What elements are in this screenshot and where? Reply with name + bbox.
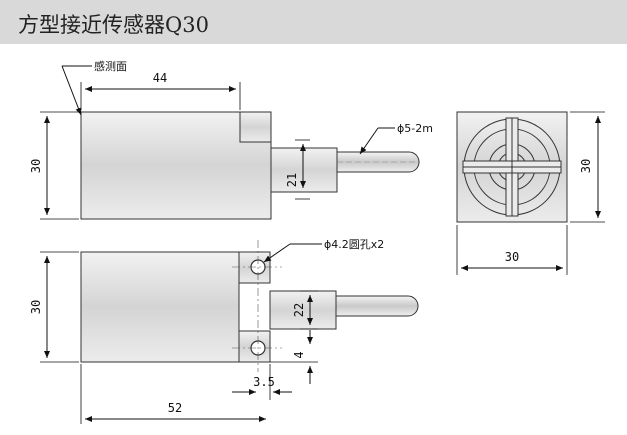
dim-top-length: 44 <box>153 71 167 85</box>
dim-hole-offset: 4 <box>292 351 306 358</box>
dim-side-width: 30 <box>505 250 519 264</box>
mount-holes-label: ϕ4.2圆孔x2 <box>324 238 384 251</box>
sensing-face-label: 感测面 <box>94 60 127 73</box>
bottom-body <box>80 251 240 363</box>
dim-top-height: 30 <box>29 159 43 173</box>
top-connector-block <box>239 111 272 143</box>
top-view: 感测面 44 30 21 ϕ5-2m <box>29 60 433 220</box>
dim-bottom-height: 30 <box>29 300 43 314</box>
bottom-view: ϕ4.2圆孔x2 30 22 4 3.5 52 <box>29 238 419 424</box>
dim-boss-height: 22 <box>292 303 306 317</box>
side-view: 30 30 <box>456 111 605 275</box>
top-cable-boss <box>270 147 338 193</box>
dim-hole-edge: 3.5 <box>253 375 275 389</box>
dim-side-height: 30 <box>579 159 593 173</box>
top-body <box>80 111 272 220</box>
dim-total-length: 52 <box>168 401 182 415</box>
bottom-cable <box>335 295 419 317</box>
bottom-cable-boss <box>269 290 337 330</box>
dim-cable-boss: 21 <box>285 173 299 187</box>
title-bar: 方型接近传感器Q30 <box>0 0 627 44</box>
cable-label: ϕ5-2m <box>397 122 433 135</box>
sensing-coil-icon <box>462 117 562 217</box>
page-title: 方型接近传感器Q30 <box>18 13 209 37</box>
